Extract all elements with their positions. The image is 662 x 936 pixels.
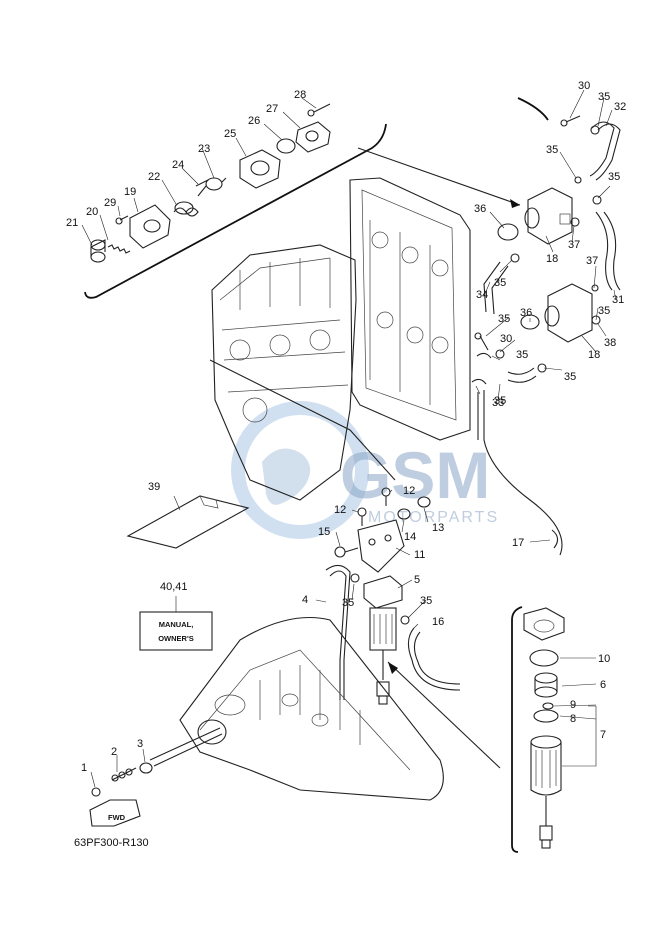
callout-16: 16 [432, 616, 444, 628]
manual-line1: MANUAL, [159, 620, 194, 629]
callout-12-a: 12 [403, 485, 415, 497]
callout-35-f: 35 [516, 349, 528, 361]
callout-35-g: 35 [564, 371, 576, 383]
callout-30-a: 30 [578, 80, 590, 92]
callout-35-e: 35 [498, 313, 510, 325]
lower-left-parts: FWD [89, 762, 153, 827]
callout-35-a: 35 [598, 91, 610, 103]
callout-6: 6 [600, 679, 606, 691]
group-pointer-line [357, 147, 521, 206]
callout-38: 38 [604, 337, 616, 349]
callout-10: 10 [598, 653, 610, 665]
callout-5: 5 [414, 574, 420, 586]
callout-9: 9 [570, 699, 576, 711]
callout-27: 27 [266, 103, 278, 115]
callout-20: 20 [86, 206, 98, 218]
fuel-filter-center [325, 487, 559, 705]
callout-7: 7 [600, 729, 606, 741]
thermostat-group [84, 103, 521, 299]
callout-25: 25 [224, 128, 236, 140]
callout-35-j: 35 [342, 597, 354, 609]
owners-manual [139, 611, 213, 651]
callout-36-a: 36 [474, 203, 486, 215]
callout-26: 26 [248, 115, 260, 127]
tool-bag [126, 495, 250, 549]
callout-24: 24 [172, 159, 184, 171]
accessories: MANUAL, OWNER'S [126, 495, 250, 651]
callout-2: 2 [111, 746, 117, 758]
callout-4: 4 [302, 594, 308, 606]
watermark-main: GSM [340, 438, 490, 512]
group-bracket-line [84, 123, 387, 299]
watermark-sub: MOTORPARTS [368, 509, 499, 526]
callout-36-b: 36 [520, 307, 532, 319]
callout-35-k: 35 [420, 595, 432, 607]
filter-exploded-group [387, 606, 597, 853]
callout-29: 29 [104, 197, 116, 209]
callout-22: 22 [148, 171, 160, 183]
callout-13: 13 [432, 522, 444, 534]
callout-39: 39 [148, 481, 160, 493]
callout-35-b: 35 [546, 144, 558, 156]
callout-3: 3 [137, 738, 143, 750]
manual-line2: OWNER'S [158, 634, 194, 643]
callout-35-c: 35 [608, 171, 620, 183]
lower-casing [149, 617, 444, 801]
callout-1: 1 [81, 762, 87, 774]
callout-19: 19 [124, 186, 136, 198]
callout-30-b: 30 [500, 333, 512, 345]
fuel-pump-group [471, 97, 621, 556]
callouts: 1 2 3 4 5 6 7 8 9 10 11 12 12 13 14 15 1… [66, 80, 626, 774]
callout-14: 14 [404, 531, 416, 543]
callout-17: 17 [512, 537, 524, 549]
callout-33: 33 [492, 397, 504, 409]
callout-40-41: 40,41 [160, 581, 188, 593]
diagram-code: 63PF300-R130 [74, 837, 149, 849]
engine-block [209, 244, 396, 501]
callout-35-d: 35 [494, 277, 506, 289]
callout-21: 21 [66, 217, 78, 229]
callout-37-a: 37 [568, 239, 580, 251]
callout-18-a: 18 [546, 253, 558, 265]
callout-11: 11 [414, 549, 425, 561]
callout-12-b: 12 [334, 504, 346, 516]
callout-32: 32 [614, 101, 626, 113]
leader-lines [81, 89, 617, 788]
callout-23: 23 [198, 143, 210, 155]
fwd-arrow [89, 799, 141, 827]
callout-8: 8 [570, 713, 576, 725]
callout-28: 28 [294, 89, 306, 101]
fwd-label: FWD [108, 813, 126, 822]
callout-35-h: 35 [494, 395, 506, 407]
cylinder-head [349, 177, 471, 441]
callout-34: 34 [476, 289, 488, 301]
callout-18-b: 18 [588, 349, 600, 361]
callout-15: 15 [318, 526, 330, 538]
callout-31: 31 [612, 294, 624, 306]
watermark: GSM MOTORPARTS [231, 401, 499, 539]
callout-37-b: 37 [586, 255, 598, 267]
callout-35-i: 35 [598, 305, 610, 317]
